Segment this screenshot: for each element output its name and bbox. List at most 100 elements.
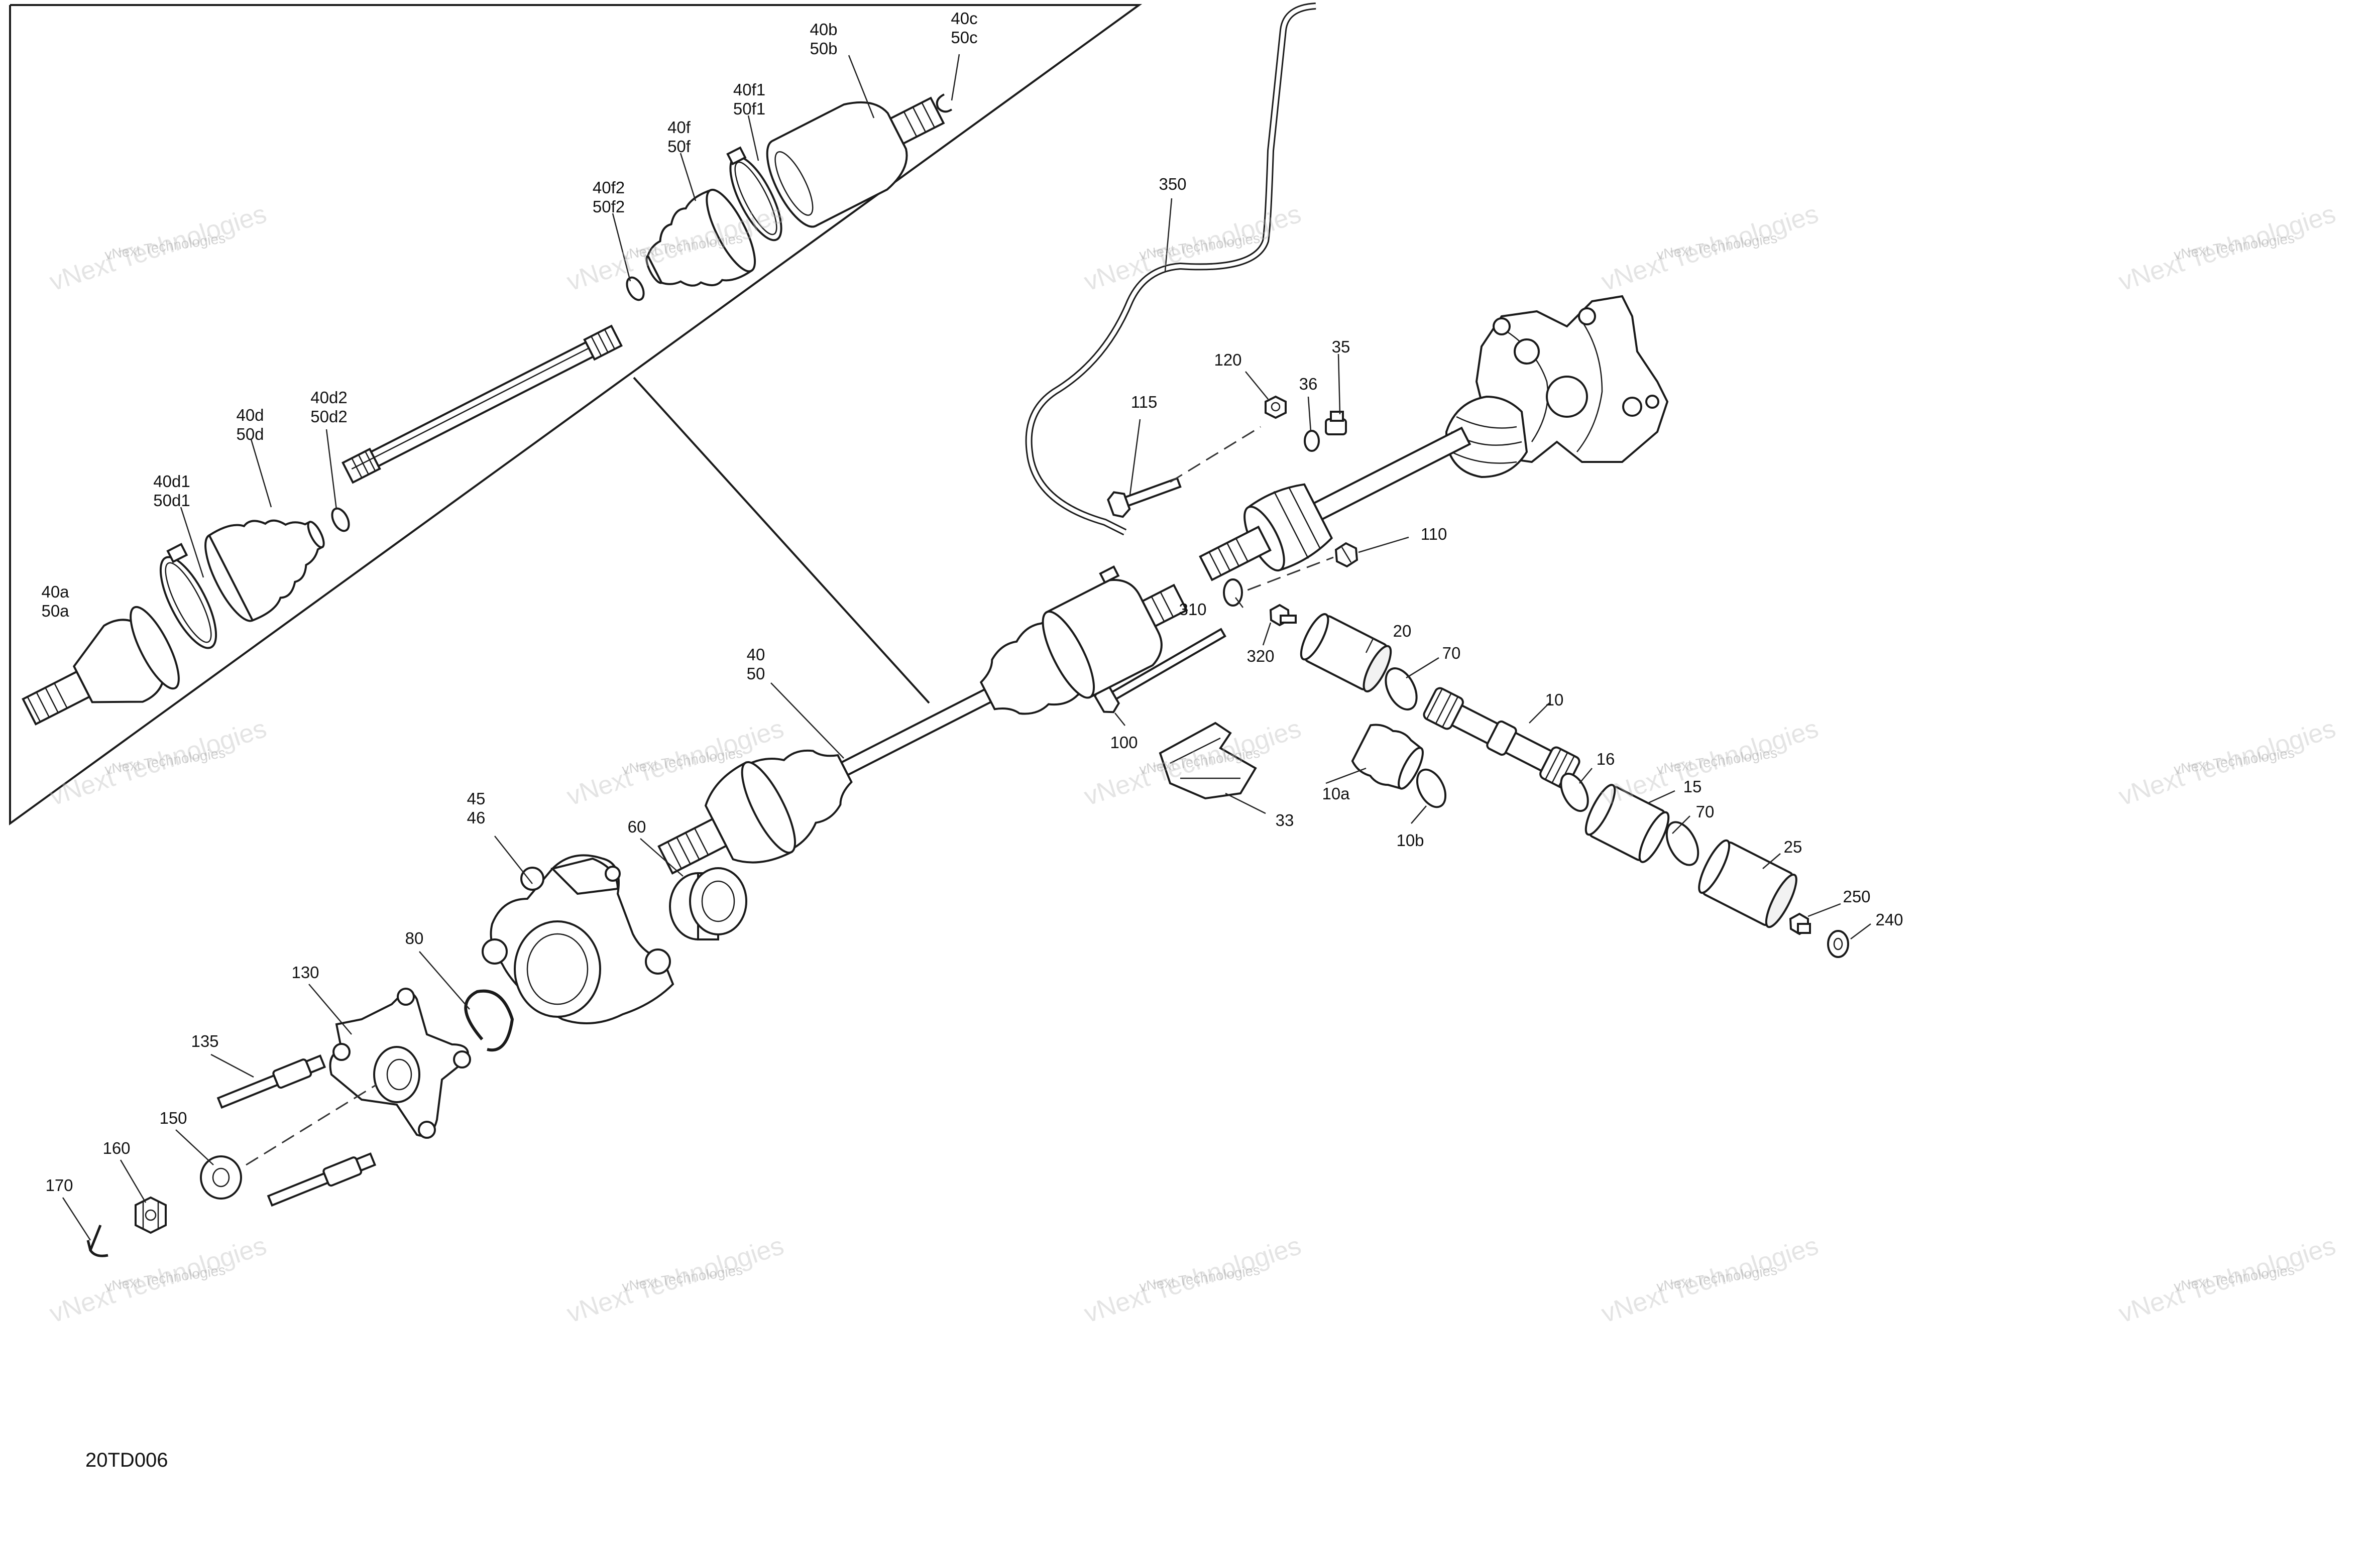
callout-35: 35 — [1332, 337, 1350, 356]
part-35-fitting — [1325, 411, 1347, 435]
callout-25: 25 — [1784, 838, 1802, 856]
part-40-front-drive-shaft — [657, 565, 1188, 875]
callout-15: 15 — [1683, 777, 1702, 796]
callout-10b: 10b — [1396, 831, 1424, 850]
callout-240: 240 — [1875, 910, 1903, 929]
part-10-splined-axle — [1423, 687, 1580, 789]
part-135-wheel-stud-lower — [267, 1152, 377, 1207]
part-320-bolt — [1269, 604, 1297, 627]
part-10b-ring — [1416, 768, 1447, 808]
part-36-washer — [1304, 430, 1320, 452]
part-40d2-clamp-ring — [331, 507, 350, 532]
callout-16: 16 — [1597, 750, 1615, 768]
callout-70-upper: 70 — [1442, 644, 1461, 662]
callout-70-lower: 70 — [1696, 802, 1715, 821]
part-16-ring — [1560, 772, 1589, 812]
part-130-wheel-hub — [329, 988, 471, 1139]
part-10a-boot — [1351, 724, 1424, 790]
part-20-sleeve — [1300, 613, 1392, 692]
part-45-steering-knuckle — [482, 854, 674, 1024]
leader-lines — [62, 54, 1871, 1241]
callout-350: 350 — [1159, 175, 1186, 193]
part-120-nut — [1265, 395, 1287, 419]
callout-160: 160 — [102, 1139, 130, 1157]
callout-130: 130 — [291, 963, 319, 982]
part-115-bolt — [1107, 477, 1182, 518]
part-rear-shaft — [1199, 426, 1471, 581]
part-70-ring-upper — [1385, 667, 1418, 710]
part-250-fitting — [1789, 912, 1811, 935]
part-40f2-clamp-ring — [626, 276, 645, 301]
callout-10: 10 — [1545, 690, 1564, 709]
callout-170: 170 — [45, 1176, 73, 1195]
part-40b-inner-joint — [766, 96, 945, 228]
part-15-bearing — [1584, 784, 1670, 863]
part-135-wheel-stud-upper — [216, 1054, 326, 1109]
part-differential-housing — [1445, 295, 1669, 479]
part-40f-boot — [645, 188, 756, 287]
callout-80: 80 — [405, 929, 424, 947]
callout-20: 20 — [1393, 622, 1412, 640]
callout-135: 135 — [191, 1032, 218, 1050]
part-110-fitting — [1334, 542, 1358, 568]
callout-110: 110 — [1421, 525, 1447, 543]
part-33-bracket — [1159, 722, 1257, 800]
callout-120: 120 — [1214, 350, 1241, 369]
callout-100: 100 — [1110, 733, 1138, 752]
callout-36: 36 — [1299, 375, 1318, 393]
callout-33: 33 — [1276, 811, 1294, 829]
part-70-ring-lower — [1665, 821, 1699, 866]
part-80-circlip — [464, 989, 514, 1052]
part-40c-circlip — [936, 93, 953, 113]
part-60-wheel-bearing — [669, 867, 747, 940]
part-150-washer — [200, 1155, 242, 1200]
part-40a-outer-cv-joint — [22, 606, 180, 726]
callout-250: 250 — [1843, 887, 1870, 906]
part-160-castle-nut — [135, 1196, 167, 1234]
part-40f1-clamp — [726, 146, 782, 242]
detail-inset-frame — [9, 4, 1143, 825]
part-310-washer — [1223, 578, 1243, 607]
part-drive-shaft — [342, 324, 623, 484]
part-40d-boot — [204, 519, 325, 622]
part-100-long-bolt — [1093, 628, 1226, 714]
part-170-cotter-pin — [86, 1225, 108, 1257]
callout-10a: 10a — [1322, 784, 1350, 803]
part-40d1-clamp — [159, 543, 217, 649]
main-assembly — [86, 3, 1849, 1257]
callout-150: 150 — [159, 1109, 187, 1127]
callout-60: 60 — [628, 817, 646, 836]
callout-310: 310 — [1179, 600, 1206, 619]
callout-320: 320 — [1246, 647, 1274, 665]
callout-115: 115 — [1131, 393, 1158, 411]
inset-parts — [22, 93, 953, 726]
part-240-washer — [1827, 930, 1849, 958]
figure-code: 20TD006 — [85, 1449, 168, 1471]
